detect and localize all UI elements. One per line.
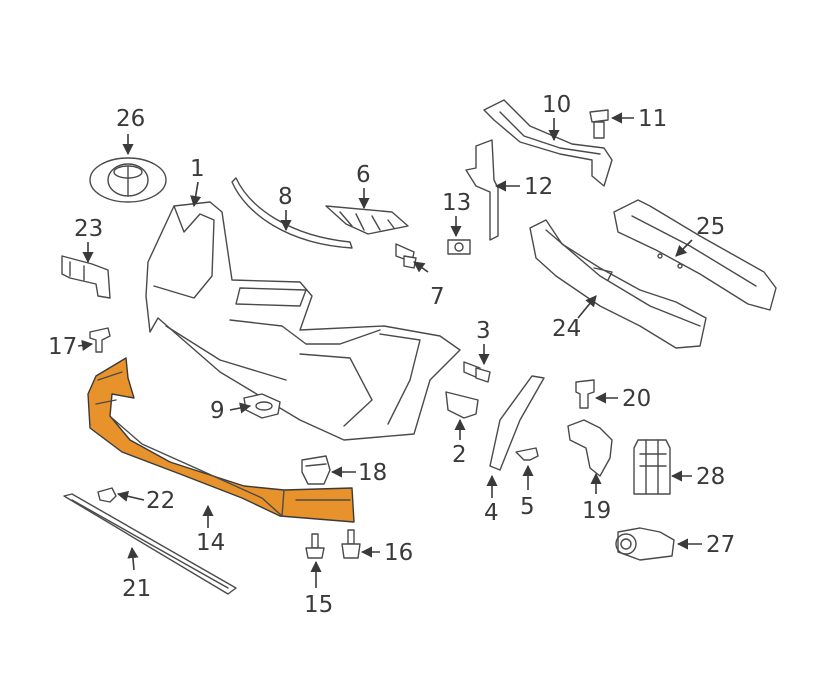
callout-23: 23: [74, 216, 103, 242]
part-21-strip: [63, 493, 237, 595]
part-19-bracket: [567, 419, 613, 477]
part-12-bracket: [465, 139, 499, 241]
callout-19: 19: [582, 498, 611, 524]
part-28-sensor: [633, 439, 671, 495]
callout-8: 8: [278, 184, 293, 210]
callout-24: 24: [552, 316, 581, 342]
part-2-bracket: [445, 391, 479, 419]
callout-labels: 26 1 8 6 23 17 9 14 22 21 18 15 16 7 13 …: [48, 92, 735, 618]
callout-20: 20: [622, 386, 651, 412]
callout-28: 28: [696, 464, 725, 490]
part-10-bracket: [483, 99, 613, 187]
callout-1: 1: [190, 156, 205, 182]
part-8-molding: [231, 177, 353, 249]
part-4-strip: [489, 375, 545, 471]
part-15-bolt: [305, 533, 325, 559]
part-17-clip: [89, 327, 111, 353]
part-13-bolt: [447, 239, 471, 255]
callout-13: 13: [442, 190, 471, 216]
part-7-bolt: [395, 243, 417, 269]
part-5-clip: [515, 447, 539, 461]
callout-5: 5: [520, 494, 535, 520]
part-23-bracket: [61, 255, 111, 299]
callout-6: 6: [356, 162, 371, 188]
callout-25: 25: [696, 214, 725, 240]
callout-16: 16: [384, 540, 413, 566]
leader-lines: [77, 112, 702, 588]
part-14-lower-spoiler: [87, 357, 355, 523]
callout-22: 22: [146, 488, 175, 514]
part-18-clip: [301, 455, 331, 485]
part-25-absorber: [613, 199, 777, 311]
callout-15: 15: [304, 592, 333, 618]
callout-17: 17: [48, 334, 77, 360]
part-22-clip: [97, 487, 117, 503]
callout-7: 7: [430, 284, 445, 310]
part-3-bolt: [463, 361, 491, 383]
part-27-sensor: [615, 527, 675, 561]
part-16-bolt: [341, 529, 361, 559]
callout-9: 9: [210, 398, 225, 424]
callout-3: 3: [476, 318, 491, 344]
callout-26: 26: [116, 106, 145, 132]
callout-12: 12: [524, 174, 553, 200]
part-20-clip: [575, 379, 595, 409]
callout-4: 4: [484, 500, 499, 526]
part-11-screw: [589, 109, 609, 139]
part-6-grille: [325, 205, 409, 235]
callout-10: 10: [542, 92, 571, 118]
part-26-emblem: [89, 157, 167, 203]
callout-18: 18: [358, 460, 387, 486]
callout-21: 21: [122, 576, 151, 602]
part-24-reinforcement: [529, 219, 707, 349]
part-1-bumper-cover: [145, 201, 461, 441]
callout-14: 14: [196, 530, 225, 556]
callout-2: 2: [452, 442, 467, 468]
callout-27: 27: [706, 532, 735, 558]
callout-11: 11: [638, 106, 667, 132]
